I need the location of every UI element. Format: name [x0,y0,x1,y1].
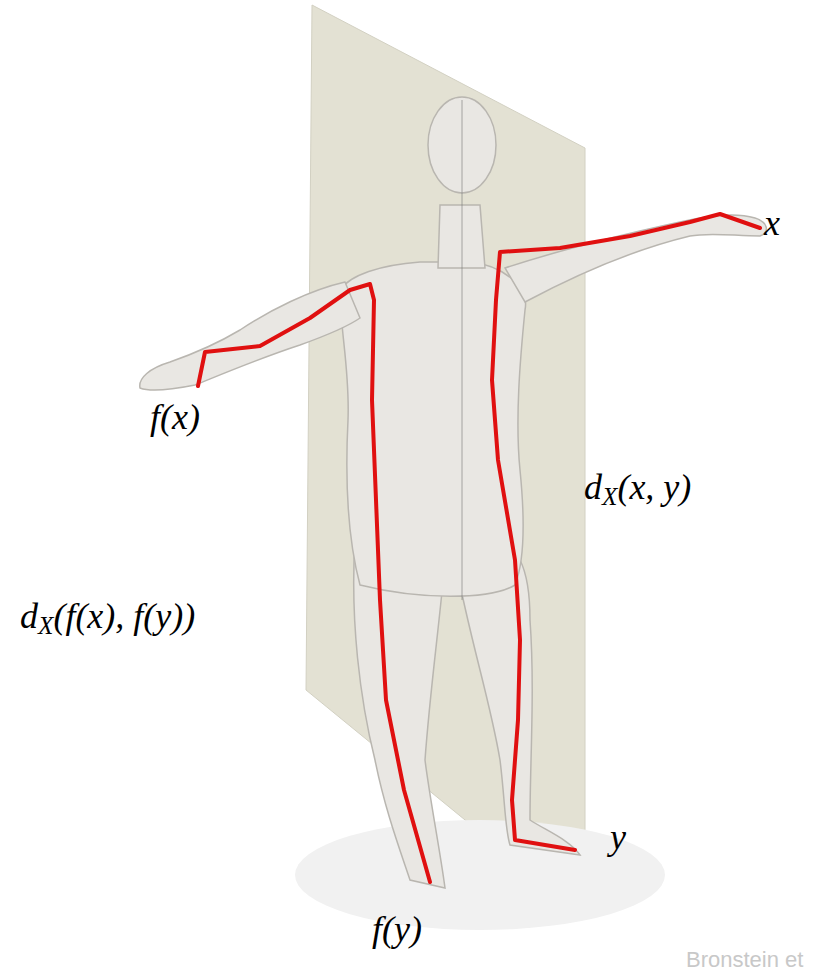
point-label: f(x) [150,398,200,438]
watermark: Bronstein et [686,948,803,972]
point-label: x [764,204,780,244]
human-figure [140,97,767,888]
ground-shadow [295,820,665,930]
distance-label: dX(x, y) [584,468,691,511]
point-label: y [610,818,626,858]
cut-line [462,100,463,600]
symmetry-plane [306,5,585,918]
distance-label: dX(f(x), f(y)) [20,597,195,640]
geodesic-path [198,214,760,882]
point-label: f(y) [372,910,422,950]
